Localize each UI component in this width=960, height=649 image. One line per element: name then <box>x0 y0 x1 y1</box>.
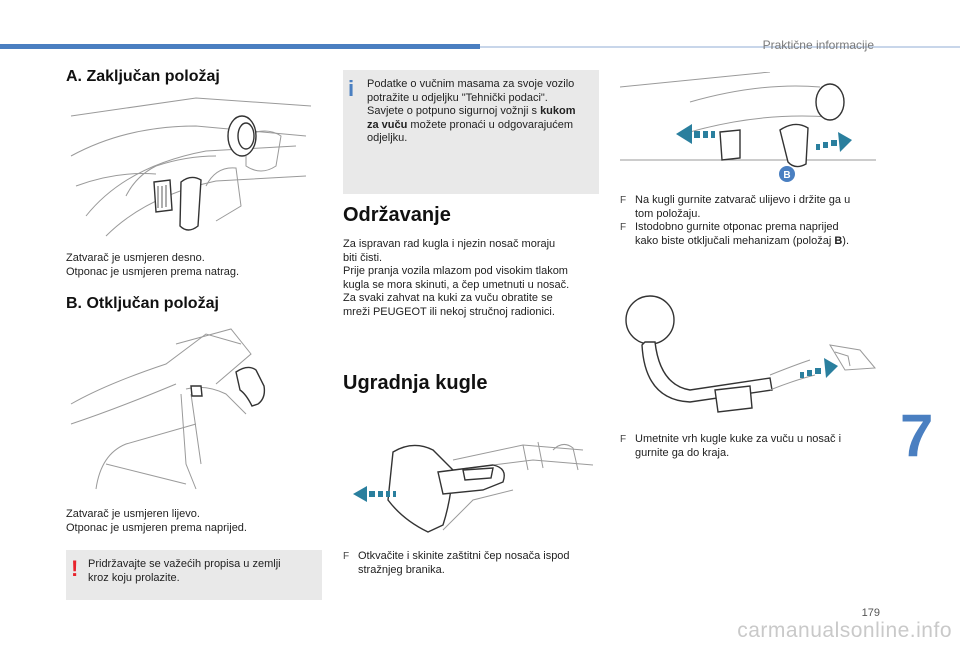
info-icon: i <box>348 76 355 101</box>
cap-removal-illustration <box>353 441 594 533</box>
odrzavanje-text: Za ispravan rad kugla i njezin nosač mor… <box>343 238 570 318</box>
chapter-number: 7 <box>900 402 934 469</box>
warning-icon: ! <box>71 556 79 581</box>
right-bullet-1: F Na kugli gurnite zatvarač ulijevo i dr… <box>620 194 851 220</box>
section-title: Praktične informacije <box>762 38 874 52</box>
section-b-text: Zatvarač je usmjeren lijevo. Otponac je … <box>66 508 247 534</box>
watermark: carmanualsonline.info <box>737 619 952 642</box>
right-bullet-2: F Istodobno gurnite otponac prema naprij… <box>620 221 850 247</box>
ball-insertion-illustration <box>625 295 876 413</box>
section-a-title: A. Zaključan položaj <box>66 68 220 85</box>
page-number: 179 <box>861 607 880 619</box>
figure-label-b: B <box>783 170 790 181</box>
locked-position-illustration <box>70 97 312 237</box>
section-b-title: B. Otključan položaj <box>66 295 219 312</box>
ugradnja-bullet: F Otkvačite i skinite zaštitni čep nosač… <box>343 550 570 576</box>
section-a-text: Zatvarač je usmjeren desno. Otponac je u… <box>66 252 240 278</box>
position-b-illustration: B <box>620 72 876 182</box>
header-bar <box>0 44 480 49</box>
right-bullet-3: F Umetnite vrh kugle kuke za vuču u nosa… <box>620 433 842 459</box>
info-note: i Podatke o vučnim masama za svoje vozil… <box>343 70 599 194</box>
odrzavanje-title: Održavanje <box>343 204 451 226</box>
unlocked-position-illustration <box>70 328 266 490</box>
warning-note: ! Pridržavajte se važećih propisa u zeml… <box>66 550 322 600</box>
ugradnja-title: Ugradnja kugle <box>343 372 488 394</box>
header-bar-thin <box>480 46 960 48</box>
